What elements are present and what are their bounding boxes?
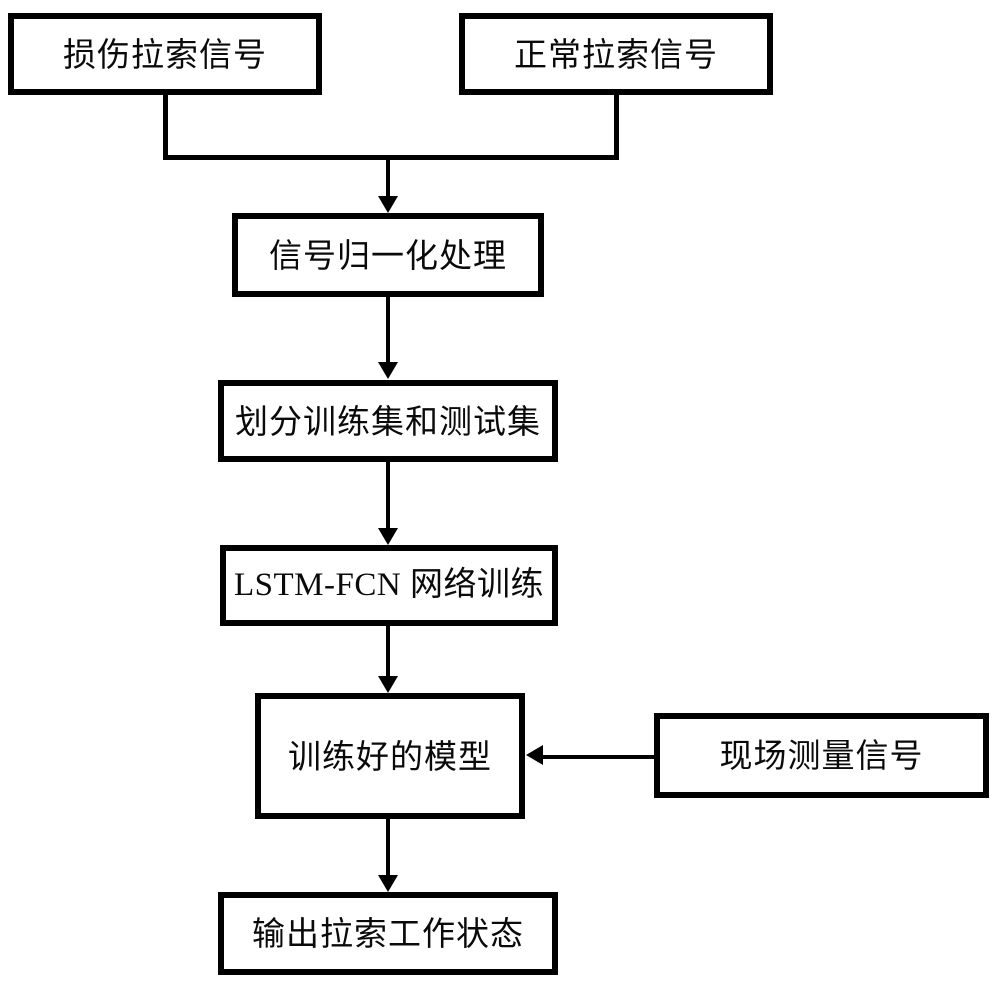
- flowchart-node-signal-normalization[interactable]: 信号归一化处理: [232, 213, 544, 297]
- flowchart-node-lstm-fcn-training[interactable]: LSTM-FCN 网络训练: [220, 545, 558, 626]
- connector-normal-drop: [614, 94, 619, 160]
- connector-model-to-output: [386, 819, 390, 875]
- flowchart-node-split-train-test[interactable]: 划分训练集和测试集: [218, 380, 558, 462]
- node-label: 信号归一化处理: [269, 235, 507, 275]
- connector-normalize-to-split: [386, 297, 390, 362]
- connector-field-to-model: [541, 755, 655, 759]
- flowchart-node-trained-model[interactable]: 训练好的模型: [255, 693, 525, 819]
- arrowhead-into-model: [378, 676, 398, 693]
- connector-merge-bar: [163, 155, 619, 160]
- arrowhead-into-model-from-field: [526, 745, 543, 765]
- node-label: 训练好的模型: [288, 736, 492, 776]
- arrowhead-into-output: [378, 875, 398, 892]
- flowchart-node-output-cable-state[interactable]: 输出拉索工作状态: [218, 892, 558, 975]
- node-label: 划分训练集和测试集: [235, 401, 541, 441]
- node-label: 损伤拉索信号: [63, 34, 267, 74]
- node-label: 输出拉索工作状态: [252, 914, 524, 953]
- flowchart-node-damaged-cable-signal[interactable]: 损伤拉索信号: [8, 13, 322, 95]
- arrowhead-into-normalize: [378, 196, 398, 213]
- node-label: 现场测量信号: [719, 736, 924, 775]
- connector-damaged-drop: [163, 94, 168, 160]
- arrowhead-into-train: [378, 528, 398, 545]
- connector-train-to-model: [386, 626, 390, 676]
- node-label: LSTM-FCN 网络训练: [234, 567, 544, 603]
- connector-merge-to-normalize: [386, 158, 390, 198]
- flowchart-node-normal-cable-signal[interactable]: 正常拉索信号: [459, 13, 773, 95]
- connector-split-to-train: [386, 462, 390, 528]
- flowchart-node-field-measured-signal[interactable]: 现场测量信号: [654, 713, 989, 798]
- node-label: 正常拉索信号: [514, 34, 718, 74]
- arrowhead-into-split: [378, 362, 398, 379]
